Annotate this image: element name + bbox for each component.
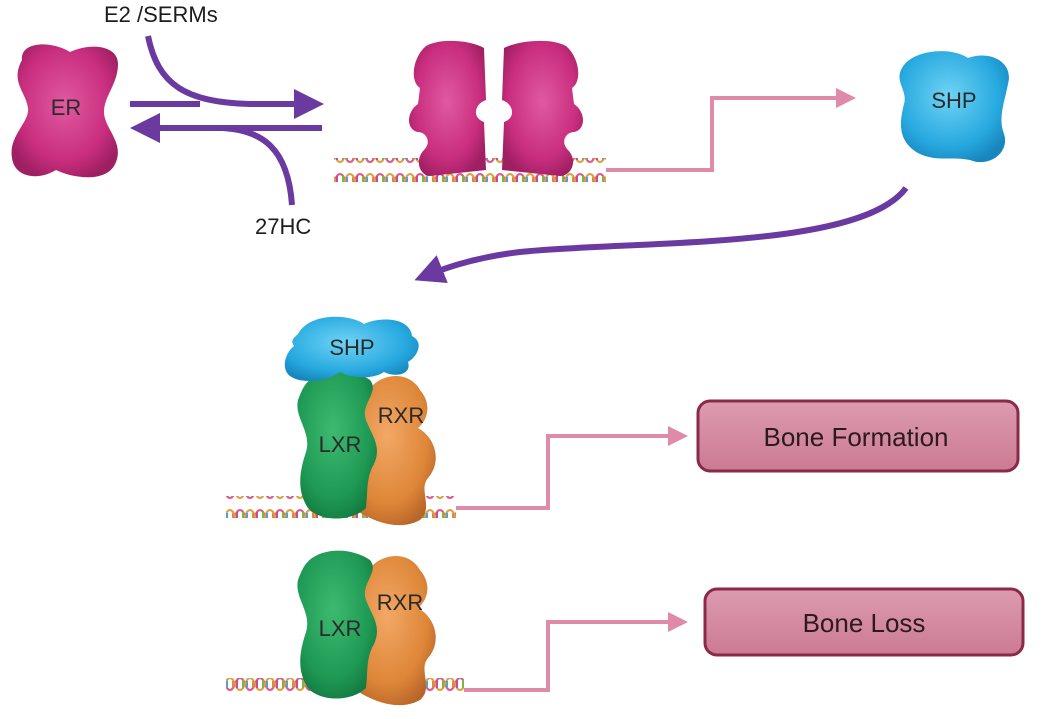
- arrow-to-bone-loss: [464, 612, 688, 692]
- rxr-label-bottom: RXR: [377, 590, 423, 615]
- shp-free: SHP: [899, 51, 1009, 163]
- rxr-shape-bottom: [347, 555, 436, 706]
- shp-label: SHP: [931, 88, 976, 113]
- dissociation-arrow-27hc: [221, 125, 295, 206]
- rxr-shape-top: [347, 375, 436, 526]
- rxr-label-top: RXR: [378, 403, 424, 428]
- er-dimer-left-subunit: [409, 40, 486, 177]
- er-dimer-on-dna: [334, 40, 606, 182]
- shp-bound-label: SHP: [329, 335, 374, 360]
- shp-translocation-arrow: [414, 186, 909, 284]
- shp-shape: [899, 51, 1009, 163]
- ligand-label-27hc: 27HC: [255, 214, 311, 239]
- lxr-shape-bottom: [297, 550, 377, 699]
- bone-loss-box-shape: [703, 587, 1025, 657]
- bone-loss-box: Bone Loss: [703, 587, 1025, 657]
- lxr-label-bottom: LXR: [319, 616, 362, 641]
- ligand-label-e2-serms: E2 /SERMs: [104, 2, 218, 27]
- shp-bound-shape: [284, 316, 419, 381]
- bone-formation-box: Bone Formation: [696, 399, 1020, 473]
- induction-arrow-shp: [606, 88, 856, 172]
- er-monomer: ER: [11, 44, 118, 178]
- er-dimer-right-subunit: [502, 40, 583, 177]
- shp-lxr-rxr-complex: SHP LXR RXR: [226, 316, 456, 526]
- lxr-shape-top: [297, 370, 377, 519]
- bone-formation-box-shape: [696, 399, 1020, 473]
- bone-loss-label: Bone Loss: [803, 608, 926, 638]
- binding-arrow-e2-serms: [145, 35, 324, 119]
- bone-formation-label: Bone Formation: [764, 422, 949, 452]
- er-label: ER: [51, 95, 82, 120]
- er-shape: [11, 44, 118, 178]
- lxr-rxr-complex: LXR RXR: [226, 550, 464, 706]
- arrow-to-bone-formation: [456, 426, 688, 510]
- lxr-label-top: LXR: [319, 432, 362, 457]
